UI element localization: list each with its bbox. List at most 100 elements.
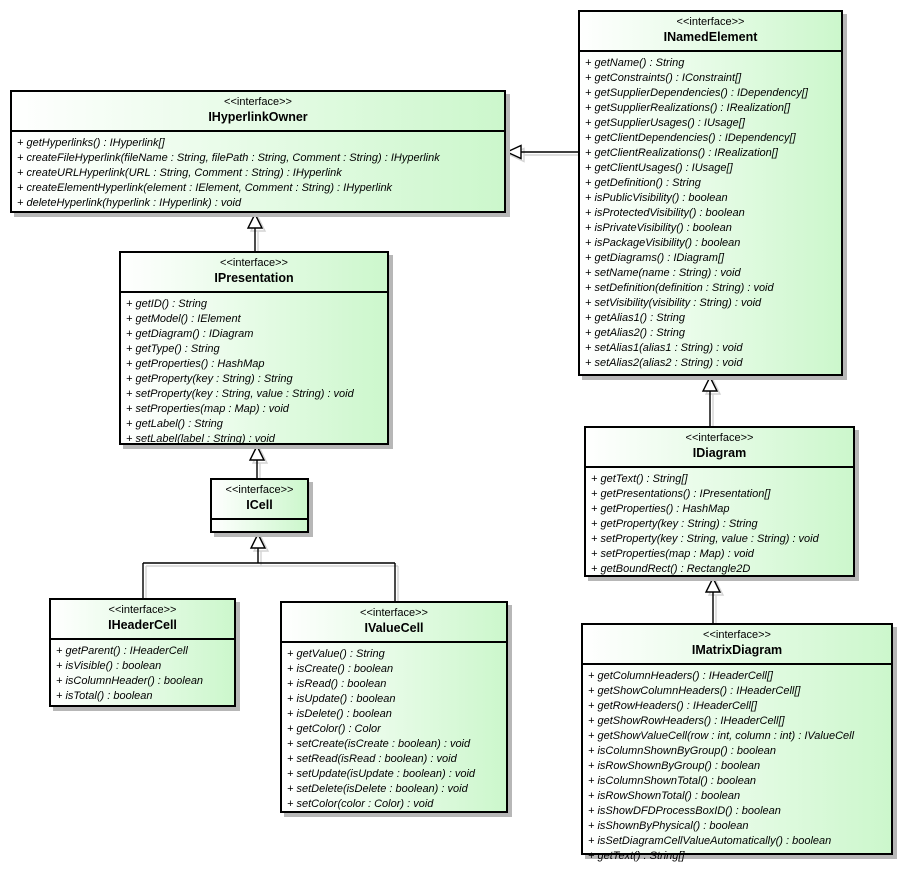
- arrowhead-icell: [249, 532, 267, 549]
- method-entry: + getDefinition() : String: [585, 177, 701, 189]
- class-idiagram[interactable]: <<interface>> IDiagram + getText() : Str…: [584, 426, 855, 577]
- method-list: + getHyperlinks() : IHyperlink[] + create…: [12, 132, 504, 211]
- class-iheadercell[interactable]: <<interface>> IHeaderCell + getParent() …: [49, 598, 236, 707]
- method-entry: + isRowShownTotal() : boolean: [588, 790, 741, 802]
- method-entry: + isRead() : boolean: [287, 678, 387, 690]
- class-ipresentation[interactable]: <<interface>> IPresentation + getID() : …: [119, 251, 389, 445]
- method-entry: + isShowDFDProcessBoxID() : boolean: [588, 805, 781, 817]
- class-header: <<interface>> IValueCell: [282, 603, 506, 643]
- method-entry: + setVisibility(visibility : String) : v…: [585, 297, 762, 309]
- class-ihyperlinkowner[interactable]: <<interface>> IHyperlinkOwner + getHyper…: [10, 90, 506, 213]
- method-list: + getParent() : IHeaderCell + isVisible()…: [51, 640, 234, 704]
- method-entry: + isTotal() : boolean: [56, 690, 153, 702]
- class-header: <<interface>> INamedElement: [580, 12, 841, 52]
- stereotype-label: <<interface>>: [225, 484, 294, 496]
- stereotype-label: <<interface>>: [703, 629, 771, 641]
- method-entry: + setAlias2(alias2 : String) : void: [585, 357, 743, 369]
- method-entry: + getProperty(key : String) : String: [591, 518, 758, 530]
- method-entry: + getRowHeaders() : IHeaderCell[]: [588, 700, 758, 712]
- method-entry: + setProperty(key : String, value : Stri…: [126, 388, 354, 400]
- method-entry: + getAlias1() : String: [585, 312, 685, 324]
- class-header: <<interface>> IHyperlinkOwner: [12, 92, 504, 132]
- method-entry: + deleteHyperlink(hyperlink : IHyperlink…: [17, 197, 242, 209]
- method-entry: + createURLHyperlink(URL : String, Comme…: [17, 167, 342, 179]
- method-entry: + isVisible() : boolean: [56, 660, 162, 672]
- method-entry: + isProtectedVisibility() : boolean: [585, 207, 745, 219]
- arrowhead-ihyperlinkowner-bottom: [246, 212, 264, 229]
- stereotype-label: <<interface>>: [685, 432, 754, 444]
- method-list: + getText() : String[] + getPresentations…: [586, 468, 853, 577]
- method-entry: + getProperties() : HashMap: [126, 358, 265, 370]
- class-name: INamedElement: [663, 30, 758, 44]
- method-entry: + isPackageVisibility() : boolean: [585, 237, 741, 249]
- method-entry: + setDefinition(definition : String) : v…: [585, 282, 774, 294]
- method-entry: + isColumnHeader() : boolean: [56, 675, 204, 687]
- method-entry: + getClientUsages() : IUsage[]: [585, 162, 733, 174]
- method-entry: + getBoundRect() : Rectangle2D: [591, 563, 751, 575]
- arrowhead-inamedelement: [701, 375, 719, 392]
- class-header: <<interface>> IDiagram: [586, 428, 853, 468]
- class-name: IHeaderCell: [108, 618, 177, 632]
- method-entry: + isUpdate() : boolean: [287, 693, 396, 705]
- method-entry: + isPublicVisibility() : boolean: [585, 192, 728, 204]
- stereotype-label: <<interface>>: [108, 604, 177, 616]
- arrowhead-ihyperlinkowner: [505, 144, 522, 160]
- class-inamedelement[interactable]: <<interface>> INamedElement + getName() …: [578, 10, 843, 376]
- class-name: IValueCell: [364, 621, 424, 635]
- method-entry: + createElementHyperlink(element : IElem…: [17, 182, 393, 194]
- class-name: IPresentation: [214, 271, 294, 285]
- method-entry: + isPrivateVisibility() : boolean: [585, 222, 732, 234]
- method-entry: + getDiagram() : IDiagram: [126, 328, 254, 340]
- method-entry: + setColor(color : Color) : void: [287, 798, 434, 810]
- class-header: <<interface>> IPresentation: [121, 253, 387, 293]
- method-entry: + getShowValueCell(row : int, column : i…: [588, 730, 855, 742]
- method-entry: + getShowColumnHeaders() : IHeaderCell[]: [588, 685, 801, 697]
- stereotype-label: <<interface>>: [360, 607, 428, 619]
- method-entry: + isRowShownByGroup() : boolean: [588, 760, 761, 772]
- class-name: IDiagram: [692, 446, 747, 460]
- method-entry: + getPresentations() : IPresentation[]: [591, 488, 771, 500]
- method-entry: + isDelete() : boolean: [287, 708, 392, 720]
- method-entry: + getID() : String: [126, 298, 208, 310]
- class-name: ICell: [246, 498, 273, 512]
- method-entry: + createFileHyperlink(fileName : String,…: [17, 152, 440, 164]
- method-entry: + getLabel() : String: [126, 418, 223, 430]
- method-list: [212, 520, 307, 524]
- method-entry: + setDelete(isDelete : boolean) : void: [287, 783, 468, 795]
- method-entry: + getModel() : IElement: [126, 313, 241, 325]
- method-entry: + getName() : String: [585, 57, 685, 69]
- method-entry: + getColor() : Color: [287, 723, 381, 735]
- method-entry: + setProperty(key : String, value : Stri…: [591, 533, 819, 545]
- method-entry: + isColumnShownByGroup() : boolean: [588, 745, 777, 757]
- method-entry: + getSupplierRealizations() : IRealizati…: [585, 102, 791, 114]
- method-entry: + getHyperlinks() : IHyperlink[]: [17, 137, 165, 149]
- method-entry: + getSupplierUsages() : IUsage[]: [585, 117, 745, 129]
- method-list: + getColumnHeaders() : IHeaderCell[] + ge…: [583, 665, 891, 864]
- method-list: + getValue() : String+ isCreate() : bool…: [282, 643, 506, 812]
- class-header: <<interface>> IHeaderCell: [51, 600, 234, 640]
- stereotype-label: <<interface>>: [676, 16, 745, 28]
- method-entry: + isColumnShownTotal() : boolean: [588, 775, 757, 787]
- stereotype-label: <<interface>>: [224, 96, 292, 108]
- class-icell[interactable]: <<interface>> ICell: [210, 478, 309, 533]
- method-entry: + getProperty(key : String) : String: [126, 373, 293, 385]
- method-entry: + getAlias2() : String: [585, 327, 685, 339]
- method-entry: + getShowRowHeaders() : IHeaderCell[]: [588, 715, 785, 727]
- method-list: + getName() : String + getConstraints() :…: [580, 52, 841, 371]
- method-entry: + getProperties() : HashMap: [591, 503, 730, 515]
- method-entry: + getValue() : String: [287, 648, 385, 660]
- method-entry: + getDiagrams() : IDiagram[]: [585, 252, 725, 264]
- class-ivaluecell[interactable]: <<interface>> IValueCell + getValue() : …: [280, 601, 508, 813]
- class-name: IMatrixDiagram: [691, 643, 783, 657]
- method-entry: + getParent() : IHeaderCell: [56, 645, 188, 657]
- method-entry: + isSetDiagramCellValueAutomatically() :…: [588, 835, 832, 847]
- arrowhead-ipresentation: [248, 444, 266, 461]
- method-entry: + setCreate(isCreate : boolean) : void: [287, 738, 471, 750]
- method-entry: + setName(name : String) : void: [585, 267, 741, 279]
- method-entry: + getConstraints() : IConstraint[]: [585, 72, 742, 84]
- class-imatrixdiagram[interactable]: <<interface>> IMatrixDiagram + getColumn…: [581, 623, 893, 862]
- method-entry: + setAlias1(alias1 : String) : void: [585, 342, 743, 354]
- method-entry: + getColumnHeaders() : IHeaderCell[]: [588, 670, 773, 682]
- method-entry: + setUpdate(isUpdate : boolean) : void: [287, 768, 476, 780]
- method-entry: + getText() : String[]: [591, 473, 688, 485]
